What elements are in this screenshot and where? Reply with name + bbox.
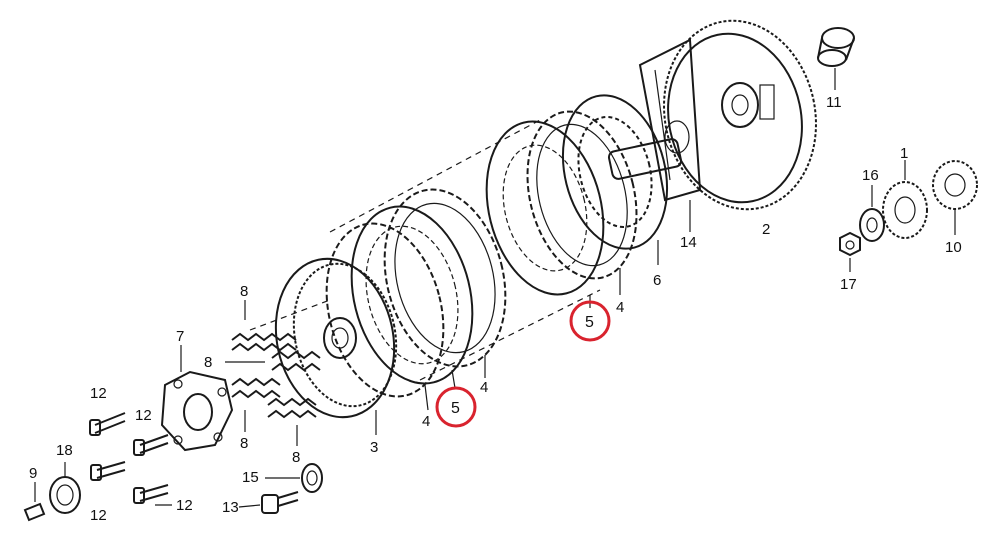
callout-4-front: 4	[422, 413, 430, 430]
callout-12-lower: 12	[90, 507, 107, 524]
friction-disc-back	[526, 110, 638, 295]
alignment-guides	[249, 119, 601, 381]
callout-9: 9	[29, 465, 37, 482]
friction-disc-middle	[383, 188, 507, 378]
callout-10: 10	[945, 239, 962, 256]
callout-8-bottom-right: 8	[292, 449, 300, 466]
bush-part-11	[817, 27, 855, 90]
callout-12-mid: 12	[135, 407, 152, 424]
drive-gear-part-1	[882, 160, 928, 239]
clutch-plate-front	[350, 205, 474, 389]
callout-5-back: 5	[585, 314, 594, 331]
lifter-pin-part-9	[23, 482, 46, 522]
callout-17: 17	[840, 276, 857, 293]
leader-lines	[155, 477, 300, 508]
callout-2: 2	[762, 221, 770, 238]
gear-part-10	[932, 160, 978, 235]
callout-14: 14	[680, 234, 697, 251]
judder-plate-part-6	[561, 94, 669, 265]
callout-1: 1	[900, 145, 908, 162]
callout-11: 11	[826, 94, 842, 111]
callout-16: 16	[862, 167, 879, 184]
clutch-springs	[225, 300, 321, 446]
friction-disc-front	[325, 222, 445, 411]
callout-12-right: 12	[176, 497, 193, 514]
lifter-plate-part-7	[160, 345, 234, 452]
callout-4-back: 4	[616, 299, 624, 316]
callout-8-bottom-left: 8	[240, 435, 248, 452]
callout-8-left: 8	[204, 354, 212, 371]
bearing-part-18	[49, 462, 81, 514]
highlight-circle-5-back	[569, 300, 611, 342]
callout-8-top: 8	[240, 283, 248, 300]
callout-13: 13	[222, 499, 239, 516]
callout-12-top: 12	[90, 385, 107, 402]
clutch-center-part-3	[274, 257, 398, 435]
callout-15: 15	[242, 469, 259, 486]
callout-3: 3	[370, 439, 378, 456]
clutch-outer-housing	[638, 19, 817, 211]
callout-6: 6	[653, 272, 661, 289]
washer-part-16	[859, 185, 885, 242]
washer-part-15	[301, 463, 323, 493]
nut-part-17	[839, 231, 861, 272]
callout-7: 7	[176, 328, 184, 345]
center-bolt-part-13	[261, 491, 299, 514]
callout-18: 18	[56, 442, 73, 459]
bolts-part-12	[89, 412, 169, 504]
callout-5-front: 5	[451, 400, 460, 417]
highlight-circle-5-front	[435, 386, 477, 428]
callout-4-middle: 4	[480, 379, 488, 396]
